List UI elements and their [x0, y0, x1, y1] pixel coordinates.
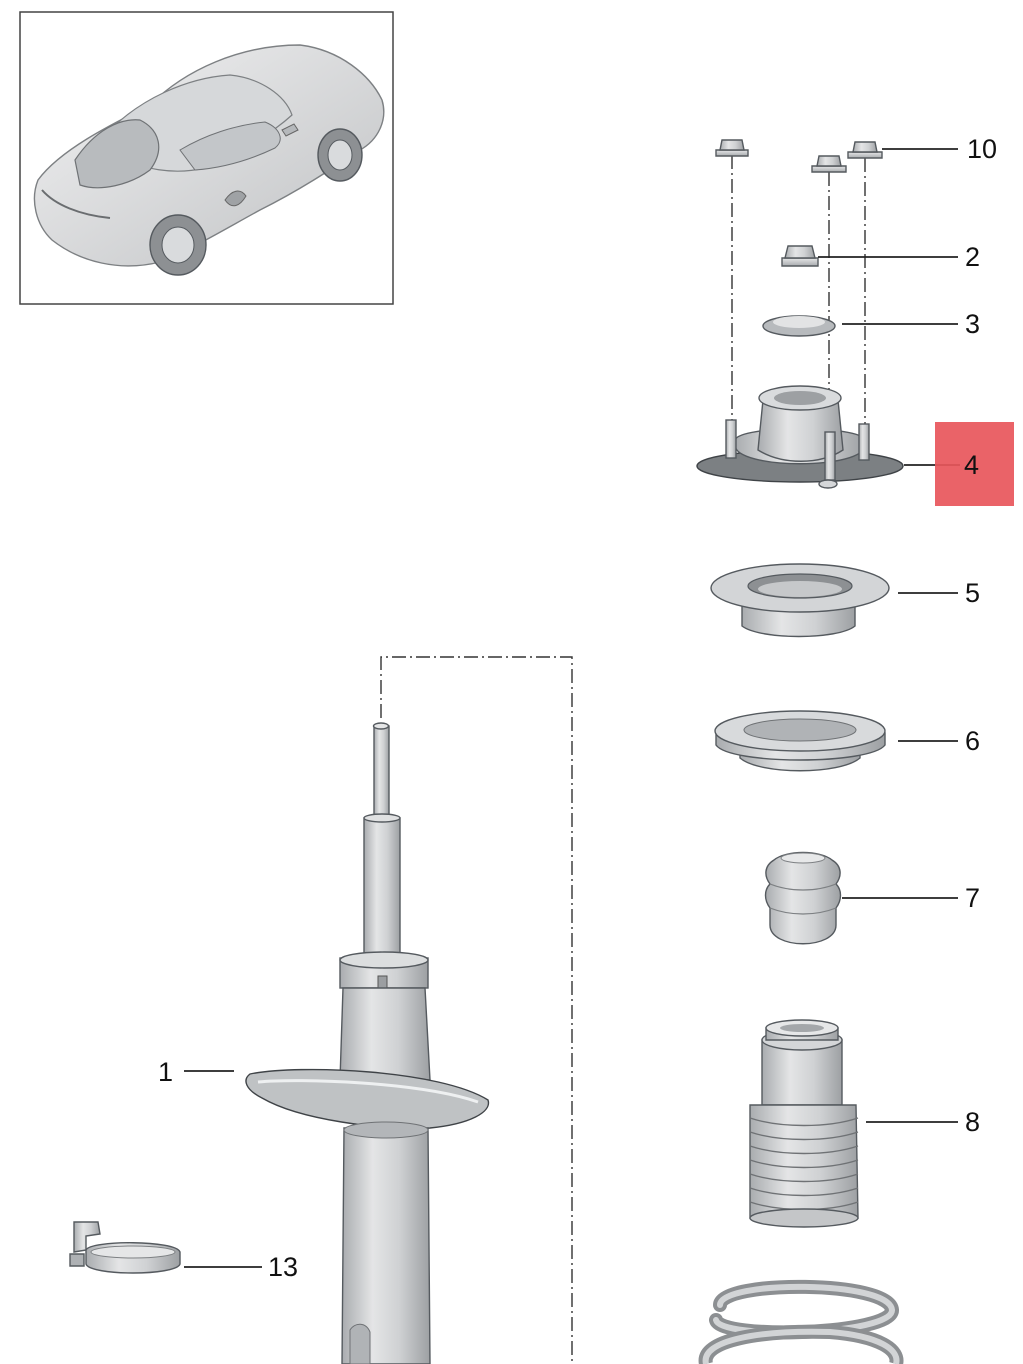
- nut-middle: [811, 155, 847, 173]
- callout-6[interactable]: 6: [965, 726, 980, 756]
- part-10-nuts: [715, 139, 883, 173]
- part-1-strut: [245, 722, 490, 1364]
- part-5-spring-seat: [710, 563, 890, 638]
- assembly-axis-lines: [380, 155, 866, 1364]
- callout-13[interactable]: 13: [268, 1252, 298, 1282]
- callout-2[interactable]: 2: [965, 242, 980, 272]
- callout-leaders: [184, 148, 960, 1268]
- coil-spring: [698, 1279, 904, 1364]
- callout-4-highlight: [935, 422, 1014, 506]
- car-thumbnail: [19, 11, 394, 305]
- part-8-dust-boot: [749, 1019, 859, 1228]
- callout-10[interactable]: 10: [967, 134, 997, 164]
- callout-4[interactable]: 4: [964, 450, 979, 480]
- nut-left: [715, 139, 749, 157]
- nut-right: [847, 141, 883, 159]
- part-7-bump-stop: [764, 851, 842, 945]
- callout-7[interactable]: 7: [965, 883, 980, 913]
- callout-labels: 10 2 3 4 5 6 7 8 1 13: [158, 134, 997, 1282]
- part-2-nut: [781, 245, 819, 267]
- part-13-clip: [69, 1221, 181, 1274]
- car-thumbnail-icon: [33, 44, 385, 276]
- part-3-washer: [762, 315, 836, 337]
- part-4-top-mount: [696, 385, 904, 489]
- callout-1[interactable]: 1: [158, 1057, 173, 1087]
- callout-3[interactable]: 3: [965, 309, 980, 339]
- callout-5[interactable]: 5: [965, 578, 980, 608]
- part-6-spring-pad: [714, 710, 886, 772]
- callout-8[interactable]: 8: [965, 1107, 980, 1137]
